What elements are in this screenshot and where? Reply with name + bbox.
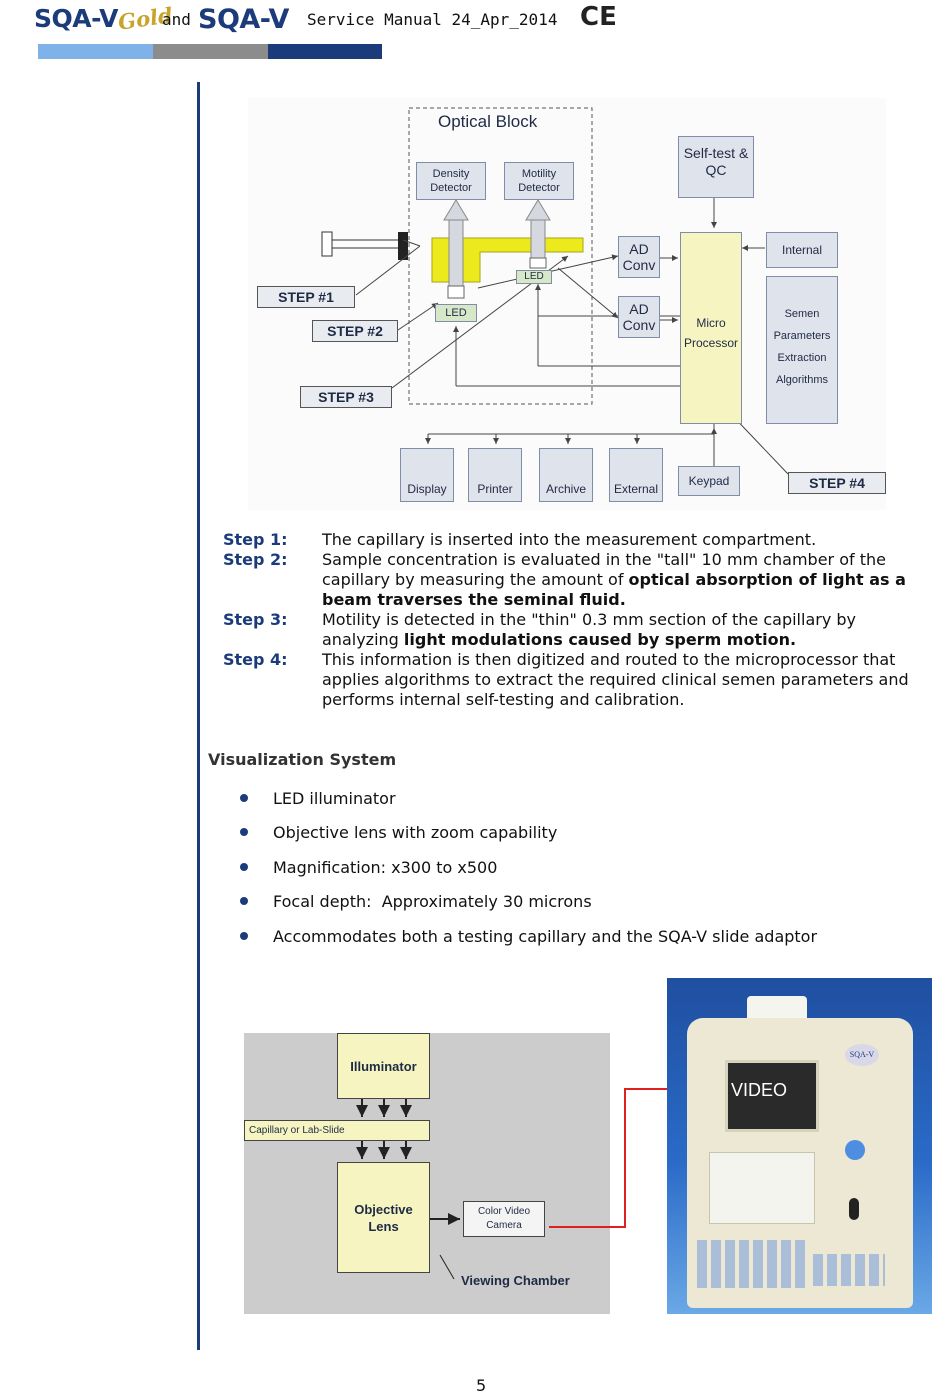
keypad-photo xyxy=(697,1240,805,1288)
self-test-box: Self-test & QC xyxy=(678,136,754,198)
self-test-line1: Self-test & xyxy=(683,145,749,161)
bullet-dot xyxy=(240,828,248,836)
camera-line2: Camera xyxy=(486,1220,522,1231)
external-box: External xyxy=(609,448,663,502)
results-display xyxy=(709,1152,815,1224)
led-box-2: LED xyxy=(516,270,552,284)
motility-detector-box: Motility Detector xyxy=(504,162,574,200)
device-photo: VIDEO SQA-V xyxy=(667,978,932,1314)
semen-algorithms-box: Semen Parameters Extraction Algorithms xyxy=(766,276,838,424)
step-text-part: This information is then digitized and r… xyxy=(322,650,909,709)
micro-processor-box: Micro Processor xyxy=(680,232,742,424)
step-text-bold: optical absorption of light as a beam tr… xyxy=(322,570,906,609)
density-detector-box: Density Detector xyxy=(416,162,486,200)
step-text: Sample concentration is evaluated in the… xyxy=(322,550,922,610)
video-label: VIDEO xyxy=(731,1080,788,1100)
micro-line2: Processor xyxy=(683,336,739,350)
keypad-photo-right xyxy=(813,1254,885,1286)
left-rule xyxy=(197,82,200,1350)
header-bar-grey xyxy=(153,44,268,59)
semen-line4: Algorithms xyxy=(776,374,828,386)
step-label: Step 3: xyxy=(223,610,288,629)
header: SQA-V Gold and SQA-V Service Manual 24_A… xyxy=(0,0,950,62)
ad-conv-2-line1: AD xyxy=(629,301,649,317)
bullet-dot xyxy=(240,863,248,871)
led-box-1: LED xyxy=(435,304,477,322)
bullet-dot xyxy=(240,794,248,802)
density-detector-line1: Density xyxy=(432,168,470,180)
visualization-lines xyxy=(356,1099,460,1280)
step-text-part: Motility is detected in the "thin" 0.3 m… xyxy=(322,610,856,649)
ad-conv-1-line2: Conv xyxy=(622,257,656,273)
micro-line1: Micro xyxy=(696,316,726,330)
step-text-bold: light modulations caused by sperm motion… xyxy=(403,630,797,649)
semen-line2: Parameters xyxy=(773,330,831,342)
block-diagram: Optical Block Density Detector Motility … xyxy=(248,98,886,510)
header-and: and xyxy=(162,10,191,29)
bullet-item: Focal depth: Approximately 30 microns xyxy=(238,891,918,915)
archive-box: Archive xyxy=(539,448,593,502)
bullet-item: Accommodates both a testing capillary an… xyxy=(238,926,918,950)
motility-detector-line2: Detector xyxy=(518,182,560,194)
step-label: Step 1: xyxy=(223,530,288,549)
bullet-dot xyxy=(240,897,248,905)
bullet-text: Focal depth: Approximately 30 microns xyxy=(273,892,592,911)
step-text: Motility is detected in the "thin" 0.3 m… xyxy=(322,610,922,650)
self-test-line2: QC xyxy=(705,162,727,178)
printer-box: Printer xyxy=(468,448,522,502)
block-diagram-lines xyxy=(321,107,789,475)
bullet-text: Magnification: x300 to x500 xyxy=(273,858,498,877)
bullet-text: Objective lens with zoom capability xyxy=(273,823,558,842)
bullet-text: Accommodates both a testing capillary an… xyxy=(273,927,818,946)
objective-line2: Lens xyxy=(368,1219,399,1234)
capillary-box: Capillary or Lab-Slide xyxy=(244,1120,430,1141)
slot-knob xyxy=(845,1140,865,1160)
video-screen xyxy=(725,1060,819,1132)
ad-conv-1-line1: AD xyxy=(629,241,649,257)
header-bar-light xyxy=(38,44,153,59)
ad-conv-box-1: AD Conv xyxy=(618,236,660,278)
step-text: The capillary is inserted into the measu… xyxy=(322,530,922,550)
internal-box: Internal xyxy=(766,232,838,268)
section-title: Visualization System xyxy=(208,750,397,769)
bullet-dot xyxy=(240,932,248,940)
optical-block-title: Optical Block xyxy=(438,112,538,131)
display-box: Display xyxy=(400,448,454,502)
step-label: Step 4: xyxy=(223,650,288,669)
objective-lens-box: Objective Lens xyxy=(337,1162,430,1273)
device-badge: SQA-V xyxy=(845,1044,879,1066)
slot-hole xyxy=(849,1198,859,1220)
viewing-chamber-label: Viewing Chamber xyxy=(461,1273,570,1288)
bullet-item: Magnification: x300 to x500 xyxy=(238,857,918,881)
step-label: Step 2: xyxy=(223,550,288,569)
semen-line1: Semen xyxy=(784,308,820,320)
logo-sqa-v-secondary: SQA-V xyxy=(198,4,289,35)
step-text-part: The capillary is inserted into the measu… xyxy=(322,530,817,549)
step4-label: STEP #4 xyxy=(788,472,886,494)
ad-conv-box-2: AD Conv xyxy=(618,296,660,338)
header-title: Service Manual 24_Apr_2014 xyxy=(307,10,558,29)
step-text-part: Sample concentration is evaluated in the… xyxy=(322,550,886,589)
visualization-diagram: Illuminator Capillary or Lab-Slide Objec… xyxy=(244,1033,610,1314)
ce-mark: CE xyxy=(580,2,617,32)
logo-sqa-v: SQA-V xyxy=(34,4,119,33)
motility-detector-line1: Motility xyxy=(521,168,557,180)
bullet-item: Objective lens with zoom capability xyxy=(238,822,918,846)
step3-label: STEP #3 xyxy=(300,386,392,408)
camera-line1: Color Video xyxy=(477,1206,531,1217)
ad-conv-2-line2: Conv xyxy=(622,317,656,333)
keypad-box: Keypad xyxy=(678,466,740,496)
page-number: 5 xyxy=(476,1376,487,1395)
header-bar-dark xyxy=(268,44,382,59)
camera-box: Color Video Camera xyxy=(463,1201,545,1237)
illuminator-box: Illuminator xyxy=(337,1033,430,1099)
semen-line3: Extraction xyxy=(777,352,827,364)
density-detector-line2: Detector xyxy=(430,182,472,194)
objective-line1: Objective xyxy=(354,1202,413,1217)
bullet-text: LED illuminator xyxy=(273,789,396,808)
step2-label: STEP #2 xyxy=(312,320,398,342)
step-text: This information is then digitized and r… xyxy=(322,650,922,710)
step1-label: STEP #1 xyxy=(257,286,355,308)
bullet-item: LED illuminator xyxy=(238,788,918,812)
